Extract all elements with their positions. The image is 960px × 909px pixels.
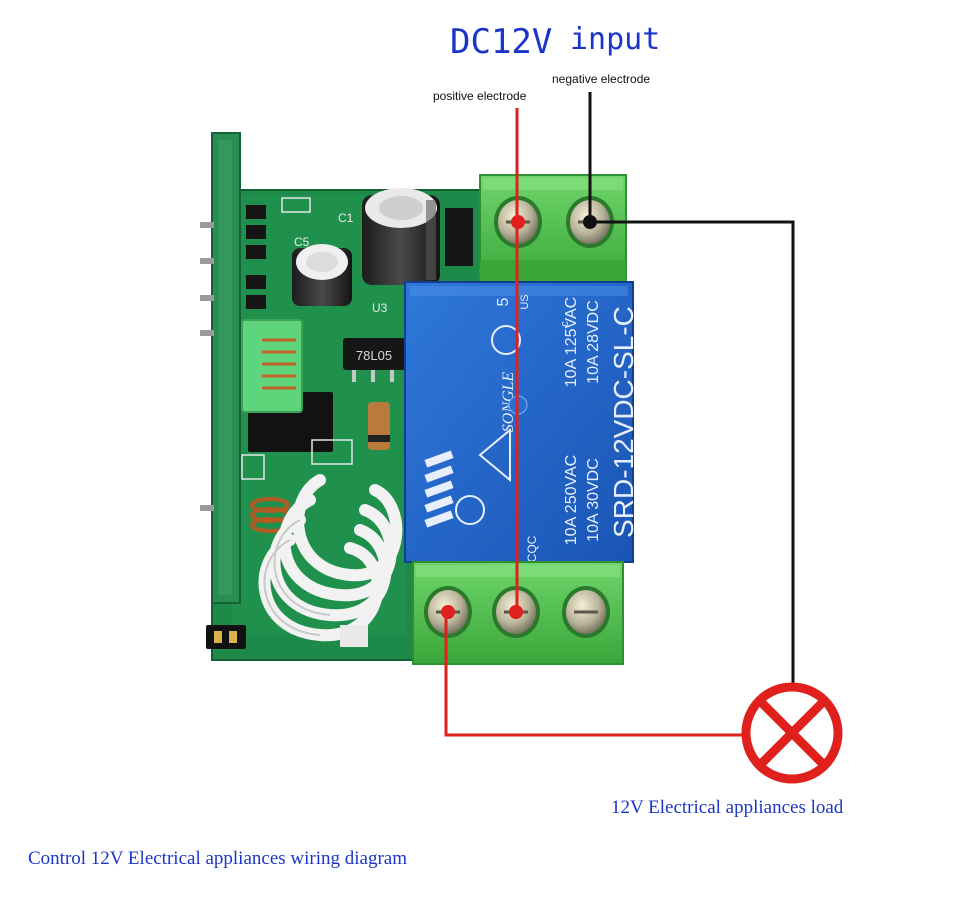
smd-part	[445, 208, 473, 266]
silk-c5: C5	[294, 235, 310, 249]
relay-rating-top-2: 10A 28VDC	[585, 300, 602, 384]
diagram-caption: Control 12V Electrical appliances wiring…	[28, 848, 408, 869]
relay-pin-count: 5	[495, 297, 512, 306]
pin-header	[246, 205, 266, 309]
ul-logo-icon	[491, 325, 522, 355]
diode	[368, 402, 390, 450]
regulator-label: 78L05	[356, 348, 392, 363]
songle-logo	[424, 450, 454, 528]
silk-c1: C1	[338, 211, 354, 225]
cqc-mark-icon	[455, 495, 485, 525]
title-dc12v: DC12V	[450, 22, 553, 62]
relay-brand: SONGLE	[500, 372, 517, 433]
negative-electrode-label: negative electrode	[552, 72, 651, 86]
relay-c-mark: c	[559, 321, 571, 327]
top-terminal-block	[479, 174, 627, 286]
relay-rating-bottom-2: 10A 30VDC	[585, 458, 602, 542]
relay-rating-top-1: 10A 125VAC	[563, 297, 580, 387]
capacitor-small	[292, 244, 352, 306]
bottom-terminal-3	[562, 586, 610, 638]
relay-rating-bottom-1: 10A 250VAC	[563, 455, 580, 545]
negative-wire	[588, 92, 795, 683]
jumper	[206, 625, 246, 649]
silk-u3: U3	[372, 301, 388, 315]
title-input: input	[570, 22, 661, 57]
load-label: 12V Electrical appliances load	[611, 797, 844, 818]
load-wire	[444, 612, 742, 737]
relay-ul-mark: US	[519, 294, 531, 309]
inductor	[241, 319, 303, 413]
connection-dots	[441, 215, 597, 619]
side-pins	[200, 222, 214, 511]
positive-electrode-label: positive electrode	[433, 89, 527, 103]
capacitor-large	[362, 188, 440, 285]
relay: SRD-12VDC-SL-C 10A 30VDC 10A 250VAC 10A …	[404, 281, 639, 563]
relay-model: SRD-12VDC-SL-C	[608, 306, 639, 538]
regulator-78l05	[343, 338, 405, 370]
load-lamp-icon	[741, 682, 843, 784]
warning-triangle-icon	[478, 427, 511, 483]
relay-cert: CQC	[525, 535, 539, 562]
